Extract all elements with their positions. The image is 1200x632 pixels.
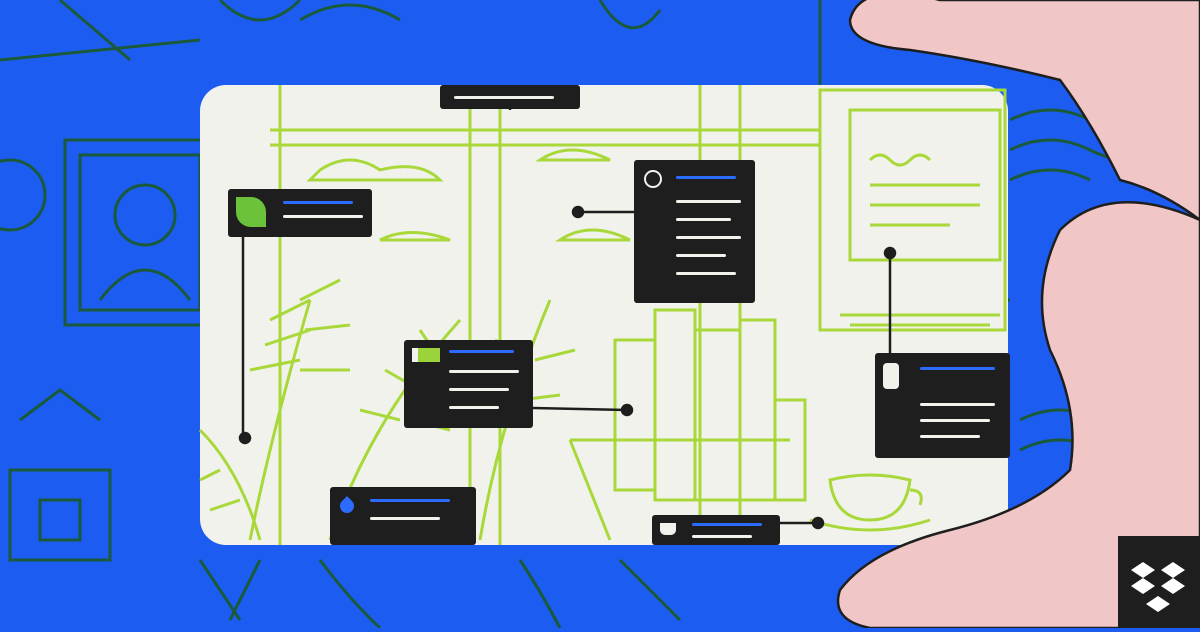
coffee-cup-icon	[660, 523, 676, 535]
card-text-line	[692, 535, 752, 538]
card-text-line	[920, 367, 995, 370]
card-top	[440, 85, 580, 109]
card-text-line	[676, 200, 741, 203]
card-text-line	[449, 350, 514, 353]
book-icon	[412, 348, 440, 362]
card-text-line	[676, 272, 736, 275]
card-text-line	[454, 96, 554, 99]
card-coffee	[652, 515, 780, 545]
card-book	[404, 340, 533, 428]
dropbox-logo-icon	[1131, 562, 1185, 612]
leaf-icon	[236, 197, 266, 227]
card-text-line	[449, 370, 519, 373]
card-text-line	[676, 218, 731, 221]
card-text-line	[676, 176, 736, 179]
sun-icon	[644, 170, 662, 188]
traffic-light-icon	[883, 363, 899, 389]
card-text-line	[692, 523, 762, 526]
water-drop-icon	[337, 496, 357, 516]
card-text-line	[920, 435, 980, 438]
card-text-line	[920, 403, 995, 406]
card-text-line	[370, 517, 440, 520]
card-text-line	[676, 236, 741, 239]
card-text-line	[283, 201, 353, 204]
hand-illustration	[836, 0, 1200, 630]
card-text-line	[449, 406, 499, 409]
card-water-drop	[330, 487, 476, 545]
card-text-line	[920, 419, 990, 422]
card-text-line	[676, 254, 726, 257]
dropbox-logo	[1118, 536, 1200, 628]
card-text-line	[283, 215, 363, 218]
card-sun	[634, 160, 755, 303]
card-leaf	[228, 189, 372, 237]
card-text-line	[370, 499, 450, 502]
card-text-line	[449, 388, 509, 391]
card-traffic-light	[875, 353, 1010, 458]
